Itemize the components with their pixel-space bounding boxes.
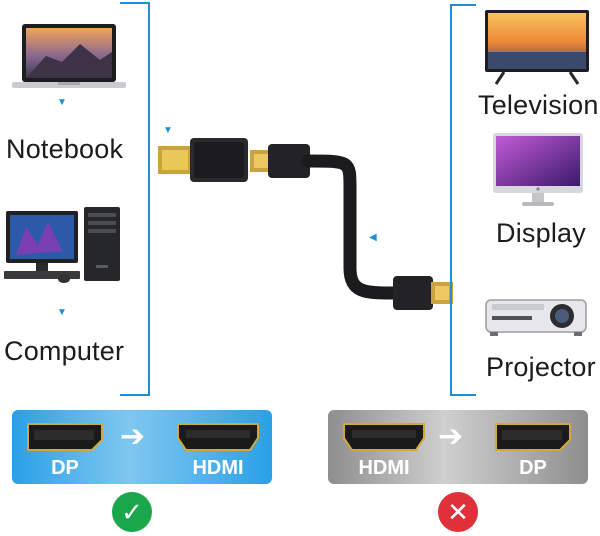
- hdmi-port-icon: [343, 423, 425, 451]
- dp-port-icon: [27, 423, 103, 451]
- computer-label: Computer: [4, 336, 125, 366]
- dp-label: DP: [519, 457, 547, 479]
- left-bracket-top: [120, 2, 148, 4]
- arrow-right-icon: ➔: [120, 420, 146, 453]
- left-bracket-bottom: [120, 394, 150, 396]
- adapter-cable-illustration: [158, 138, 453, 310]
- projector-label: Projector: [486, 352, 596, 382]
- arrow-down-icon: ▼: [57, 307, 67, 318]
- display-icon: [493, 133, 583, 206]
- display-label: Display: [496, 218, 586, 248]
- arrow-down-icon: ▼: [57, 97, 67, 108]
- right-bracket-top: [450, 4, 476, 6]
- hdmi-port-icon: [177, 423, 259, 451]
- hdmi-label: HDMI: [358, 457, 410, 479]
- dp-label: DP: [51, 457, 79, 479]
- dp-port-icon: [495, 423, 571, 451]
- right-bracket-bottom: [450, 394, 476, 396]
- check-icon: ✓: [112, 492, 152, 532]
- arrow-left-icon: ◀: [369, 232, 377, 243]
- left-bracket: [148, 2, 150, 394]
- television-icon: [485, 10, 589, 85]
- notebook-label: Notebook: [6, 134, 124, 164]
- cross-icon: ✕: [438, 492, 478, 532]
- laptop-icon: [12, 24, 126, 88]
- arrow-right-icon: ➔: [438, 420, 464, 453]
- projector-icon: [485, 299, 587, 336]
- hdmi-label: HDMI: [192, 457, 244, 479]
- right-bracket: [450, 4, 452, 396]
- arrow-down-icon: ▼: [163, 125, 173, 136]
- television-label: Television: [478, 90, 599, 120]
- desktop-computer-icon: [4, 207, 120, 283]
